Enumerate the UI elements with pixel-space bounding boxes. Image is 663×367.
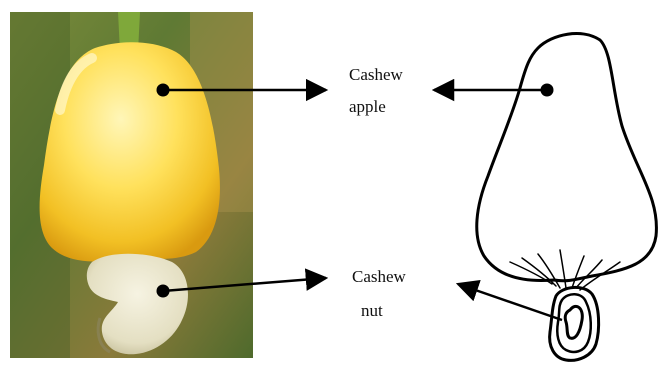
drawing-cashew-apple-outline bbox=[477, 34, 657, 281]
nut-label-line1: Cashew bbox=[352, 267, 407, 286]
apple-label-line2: apple bbox=[349, 97, 386, 116]
drawing-apple-veins bbox=[510, 250, 620, 290]
nut-label-line2: nut bbox=[361, 301, 383, 320]
nut-drawing-arrow bbox=[458, 284, 562, 320]
cashew-photo bbox=[10, 12, 253, 358]
cashew-line-drawing bbox=[477, 34, 657, 361]
labels: Cashew apple Cashew nut bbox=[349, 65, 407, 320]
apple-label-line1: Cashew bbox=[349, 65, 404, 84]
